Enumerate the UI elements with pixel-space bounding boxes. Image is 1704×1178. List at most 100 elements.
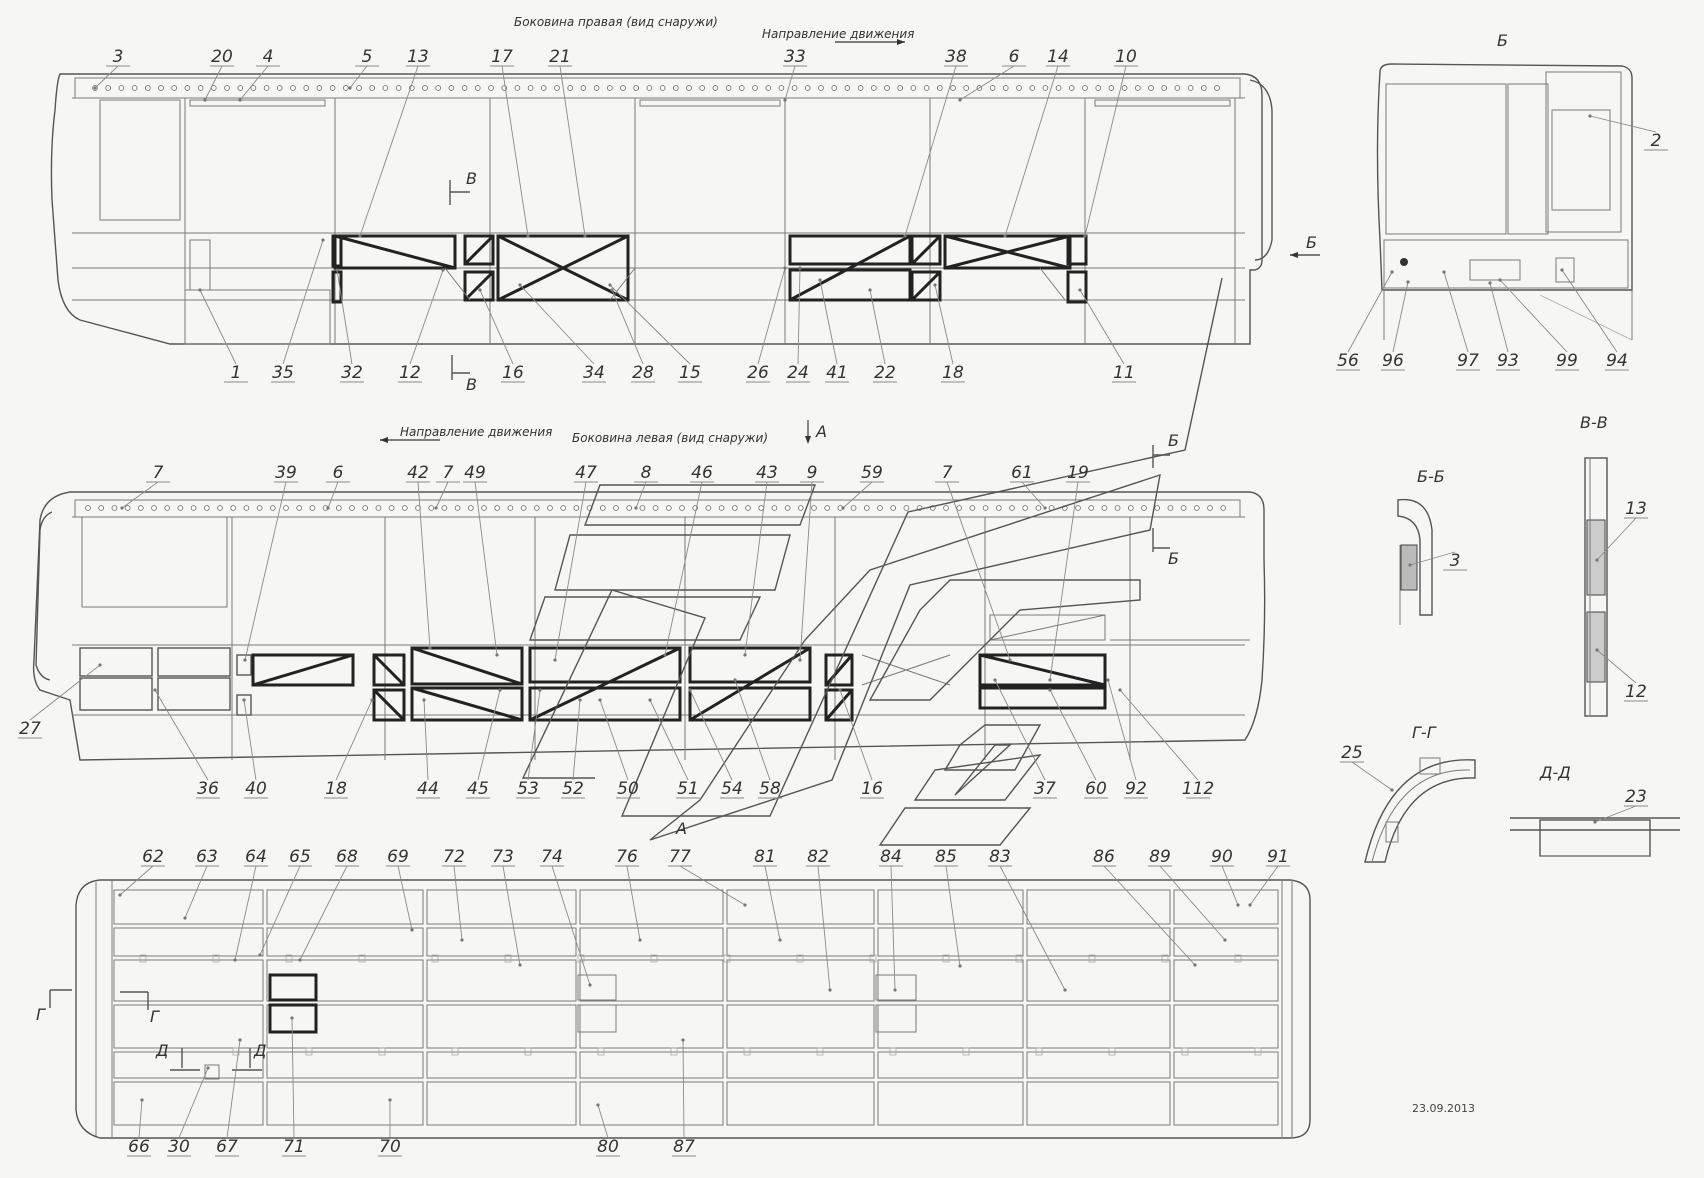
callout-dot <box>120 506 124 510</box>
callout-left-top-49: 49 <box>464 463 486 483</box>
callout-right-top-5: 5 <box>362 47 373 67</box>
callout-leader <box>817 865 831 991</box>
callout-dot <box>203 98 207 102</box>
callout-left-top-7: 7 <box>942 463 953 483</box>
callout-right-top-21: 21 <box>549 47 571 67</box>
callout-leader <box>764 865 781 941</box>
callout-dot <box>1043 506 1047 510</box>
callout-dot <box>538 688 542 692</box>
callout-left-bottom-112: 112 <box>1182 779 1214 799</box>
callout-dot <box>598 698 602 702</box>
callout-roof-top-64: 64 <box>245 847 267 867</box>
callout-dot <box>783 266 787 270</box>
callout-dot <box>498 688 502 692</box>
callout-leader <box>682 1039 685 1139</box>
callout-dot <box>958 964 962 968</box>
callout-left-bottom-36: 36 <box>197 779 219 799</box>
callout-leader <box>1499 279 1568 353</box>
callout-leader <box>479 289 514 365</box>
callout-dot <box>358 234 362 238</box>
callout-dot <box>1442 270 1446 274</box>
callout-leader <box>551 865 591 986</box>
callout-dot <box>348 86 352 90</box>
caption-direction-mid: Направление движения <box>400 425 552 439</box>
callout-dot <box>1048 688 1052 692</box>
callout-dot <box>326 506 330 510</box>
caption-left-side: Боковина левая (вид снаружи) <box>572 431 768 445</box>
exploded-panel-outlines <box>521 277 1223 846</box>
callout-dot <box>1048 678 1052 682</box>
callout-leader <box>1021 481 1046 509</box>
callout-front-view-94: 94 <box>1606 351 1628 371</box>
callout-leader <box>1159 865 1226 941</box>
callout-roof-top-69: 69 <box>387 847 409 867</box>
callout-dot <box>140 1098 144 1102</box>
callout-dot <box>428 646 432 650</box>
callout-leader <box>1596 649 1637 684</box>
callout-right-bottom-34: 34 <box>583 363 605 383</box>
callout-dot <box>206 1066 210 1070</box>
callout-dot <box>1593 820 1597 824</box>
callout-leader <box>959 65 1015 101</box>
callout-roof-top-90: 90 <box>1211 847 1233 867</box>
callout-leader <box>554 481 587 661</box>
callout-leader <box>635 481 647 509</box>
callout-dot <box>828 988 832 992</box>
callout-left-bottom-16: 16 <box>861 779 883 799</box>
callout-dot <box>242 698 246 702</box>
callout-dot <box>526 234 530 238</box>
callout-right-top-13: 13 <box>407 47 429 67</box>
callout-right-top-10: 10 <box>1115 47 1137 67</box>
callout-front-view-97: 97 <box>1457 351 1479 371</box>
callout-roof-top-65: 65 <box>289 847 311 867</box>
callout-dot <box>478 288 482 292</box>
callout-leader <box>327 481 339 509</box>
callout-dot <box>903 234 907 238</box>
callout-dot <box>410 928 414 932</box>
callout-leader <box>423 699 429 781</box>
callout-dot <box>1118 688 1122 692</box>
callout-left-bottom-18: 18 <box>325 779 347 799</box>
callout-leader <box>934 284 954 365</box>
callout-leader <box>679 865 746 906</box>
callout-dot <box>838 688 842 692</box>
callout-leader <box>474 481 498 656</box>
callout-left-top-8: 8 <box>641 463 652 483</box>
callout-dot <box>1390 270 1394 274</box>
callout-roof-bottom-70: 70 <box>379 1137 401 1157</box>
callout-roof-bottom-71: 71 <box>283 1137 305 1157</box>
callout-leader <box>184 865 208 919</box>
section-label-dd: Д-Д <box>1539 763 1571 782</box>
callout-dot <box>335 268 339 272</box>
roof-hole-row-left <box>85 505 1227 511</box>
callout-dot <box>743 653 747 657</box>
callout-dot <box>118 893 122 897</box>
cut-mark-g1: Г <box>36 1005 46 1024</box>
callout-dot <box>1595 648 1599 652</box>
callout-leader <box>869 289 886 365</box>
callout-leader <box>501 65 529 237</box>
callout-leader <box>291 1017 295 1139</box>
section-dd <box>1510 817 1680 857</box>
callout-dot <box>743 903 747 907</box>
callout-leader <box>1084 65 1127 237</box>
callout-section-gg-25: 25 <box>1341 743 1363 763</box>
callout-right-bottom-1: 1 <box>231 363 242 383</box>
callout-dot <box>233 958 237 962</box>
callout-left-bottom-60: 60 <box>1085 779 1107 799</box>
cut-mark-d1: Д <box>155 1041 169 1060</box>
callout-roof-top-84: 84 <box>880 847 902 867</box>
callout-leader <box>999 865 1066 991</box>
callout-leader <box>1103 865 1196 966</box>
callout-left-bottom-58: 58 <box>759 779 781 799</box>
callout-dot <box>243 658 247 662</box>
callout-leader <box>1392 281 1409 353</box>
callout-dot <box>553 658 557 662</box>
callout-right-top-20: 20 <box>211 47 233 67</box>
callout-left-top-61: 61 <box>1011 463 1033 483</box>
callout-leader <box>519 284 595 365</box>
callout-dot <box>688 688 692 692</box>
callout-roof-bottom-66: 66 <box>128 1137 150 1157</box>
